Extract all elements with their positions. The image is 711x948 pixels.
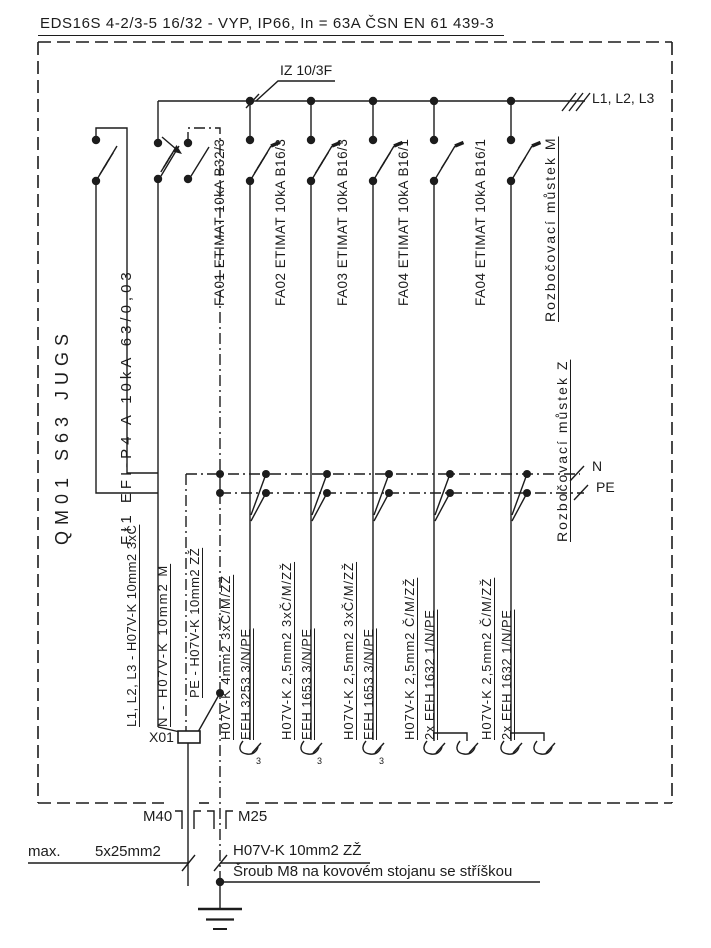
n-bus-label: N [592, 458, 603, 474]
gland-m25-label: M25 [238, 808, 268, 825]
terminal-x01-label: X01 [149, 729, 174, 745]
label-breaker-fa04b: FA04 ETIMAT 10kA B16/1 [473, 138, 488, 306]
main-switch-qm01-symbol [91, 127, 158, 494]
rcd-fi1-symbol [153, 127, 221, 727]
label-output2-socket: EEH 1653 3/N/PE [299, 628, 314, 740]
socket-icon [239, 740, 262, 755]
label-output4-socket: 2x EEH 1632 1/N/PE [422, 609, 437, 740]
phase-bus-label: L1, L2, L3 [592, 90, 655, 106]
max-cable-value: 5x25mm2 [95, 843, 161, 860]
breaker-fa03-symbol [368, 101, 404, 740]
breaker-fa04b-symbol [506, 101, 545, 741]
breaker-fa02-symbol [306, 101, 342, 740]
socket-icon [533, 740, 556, 755]
label-breaker-fa03: FA03 ETIMAT 10kA B16/3 [335, 138, 350, 306]
label-breaker-fa02: FA02 ETIMAT 10kA B16/3 [273, 138, 288, 306]
label-incoming-l: L1, L2, L3 - H07V-K 10mm2 3xČ [124, 524, 139, 727]
terminal-x01-symbol [157, 726, 201, 886]
gland-m25-symbol [207, 810, 233, 829]
pe-wire [197, 493, 224, 882]
label-output2-cable: H07V-K 2,5mm2 3xČ/M/ZŽ [279, 561, 294, 740]
socket-phase-mark: 3 [379, 756, 385, 766]
pe-conductor-label: H07V-K 10mm2 ZŽ [233, 842, 362, 859]
label-main-switch-qm01: QM01 S63 JUGS [52, 327, 72, 545]
label-output3-socket: EEH 1653 3/N/PE [361, 628, 376, 740]
socket-icon [423, 740, 446, 755]
label-output5-cable: H07V-K 2,5mm2 Č/M/ZŽ [479, 577, 494, 740]
earth-symbol [198, 882, 242, 930]
max-cable-label: max. [28, 843, 61, 860]
enclosure-border [37, 41, 673, 804]
bottom-leaders [28, 854, 540, 887]
gland-m40-symbol [175, 810, 201, 829]
breaker-fa04a-symbol [429, 101, 468, 741]
phase-bus [157, 80, 591, 143]
label-incoming-pe: PE - H07V-K 10mm2 ZŽ [187, 547, 202, 698]
page-title: EDS16S 4-2/3-5 16/32 - VYP, IP66, In = 6… [38, 16, 505, 36]
socket-icon [300, 740, 323, 755]
phase-slash-marks [561, 92, 591, 112]
label-breaker-fa04a: FA04 ETIMAT 10kA B16/1 [396, 138, 411, 306]
socket-icon [500, 740, 523, 755]
feed-leader [245, 80, 335, 109]
socket-icon [362, 740, 385, 755]
label-output5-socket: 2x EEH 1632 1/N/PE [499, 609, 514, 740]
rcd-trip-arrow [161, 136, 177, 150]
label-rcd-fi1: FI1 EFI-P4 A 10kA 63/0,03 [118, 268, 135, 545]
breaker-fa01-symbol [245, 101, 281, 740]
label-bridge-z: Rozbočovací můstek Z [554, 359, 570, 542]
n-bus [186, 465, 585, 482]
pe-bus-label: PE [596, 479, 615, 495]
label-output1-socket: EEH 3253 3/N/PE [238, 628, 253, 740]
label-output3-cable: H07V-K 2,5mm2 3xČ/M/ZŽ [341, 561, 356, 740]
label-output1-cable: H07V-K 4mm2 3xČ/M/ZŽ [218, 574, 233, 740]
feed-label: IZ 10/3F [280, 62, 333, 78]
socket-icon [456, 740, 479, 755]
pe-bus [216, 484, 589, 501]
screw-note-label: Šroub M8 na kovovém stojanu se stříškou [233, 863, 513, 880]
label-bridge-m: Rozbočovací můstek M [542, 136, 558, 323]
socket-phase-mark: 3 [317, 756, 323, 766]
label-incoming-n: N - H07V-K 10mm2 M [155, 563, 170, 727]
label-breaker-fa01: FA01 ETIMAT 10kA B32/3 [212, 138, 227, 306]
gland-m40-label: M40 [143, 808, 173, 825]
label-output4-cable: H07V-K 2,5mm2 Č/M/ZŽ [402, 577, 417, 740]
socket-phase-mark: 3 [256, 756, 262, 766]
